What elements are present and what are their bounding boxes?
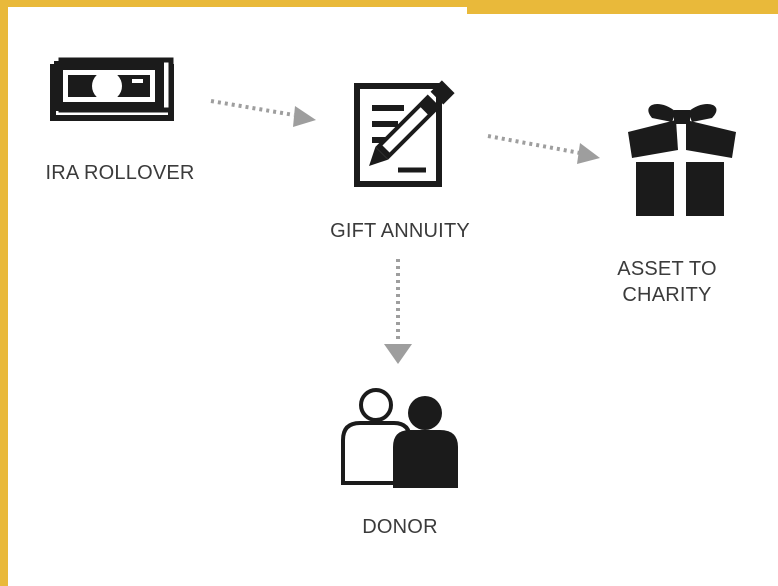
asset-to-charity-label: ASSET TO CHARITY (600, 256, 734, 308)
people-icon (341, 388, 458, 488)
money-icon (50, 57, 174, 121)
donor-label: DONOR (362, 516, 438, 538)
frame-top-border (0, 0, 467, 7)
arrow-gift-to-donor (384, 259, 412, 364)
asset-to-charity-label-line-2: CHARITY (622, 284, 712, 306)
gift-annuity-label: GIFT ANNUITY (330, 220, 470, 242)
ira-rollover-label: IRA ROLLOVER (45, 162, 195, 184)
frame-left-border (0, 0, 8, 586)
gift-icon (628, 104, 736, 216)
asset-to-charity-label-line-1: ASSET TO (617, 258, 717, 280)
frame-top-tab (467, 0, 778, 14)
arrow-gift-to-charity (487, 134, 600, 164)
contract-icon (354, 80, 455, 187)
arrow-ira-to-gift (210, 99, 316, 127)
